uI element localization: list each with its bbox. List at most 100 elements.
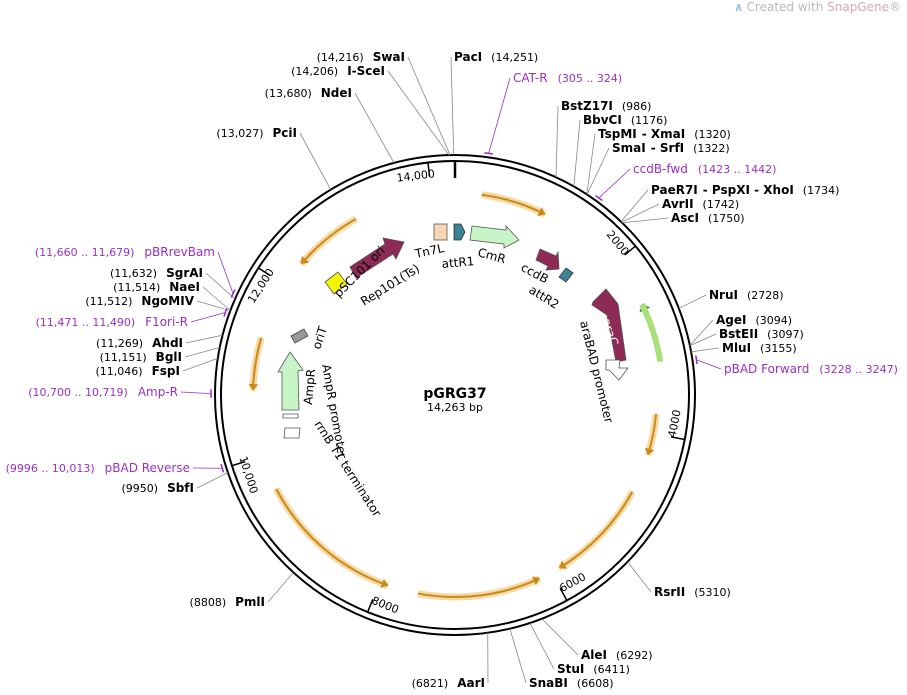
site-mlui-pos: (3155) bbox=[760, 342, 797, 355]
feature-attr2-arrow[interactable] bbox=[558, 267, 574, 283]
leader-avrii bbox=[621, 203, 660, 223]
primer-pbad-reverse-pos: (9996 .. 10,013) bbox=[6, 462, 95, 475]
primer-mark-pbad-forward bbox=[695, 355, 698, 365]
orf-1-head bbox=[537, 206, 546, 217]
site-bbvci-pos: (1176) bbox=[631, 114, 668, 127]
site-aari: AarI bbox=[457, 676, 485, 690]
site-alei-pos: (6292) bbox=[616, 649, 653, 662]
primer-cat-r-pos: (305 .. 324) bbox=[558, 72, 623, 85]
primer-amp-r: Amp-R bbox=[138, 385, 178, 399]
site-paer7i: PaeR7I bbox=[651, 183, 698, 197]
orf-7-glow bbox=[298, 215, 358, 267]
feature-psc101-ori-box[interactable] bbox=[324, 271, 348, 295]
site-pmli: PmlI bbox=[235, 595, 265, 609]
leader-stui bbox=[529, 622, 555, 670]
leader-pbrrevbam bbox=[217, 251, 234, 294]
feature-attr1-arrow[interactable] bbox=[453, 223, 466, 241]
orf-4-head bbox=[531, 576, 540, 586]
site-bbvci: BbvCI bbox=[583, 113, 622, 127]
site-ahdi-pos: (11,269) bbox=[96, 337, 143, 350]
feature-arac-arrow[interactable] bbox=[591, 288, 627, 363]
site-ngomiv-pos: (11,512) bbox=[85, 295, 132, 308]
site-snabi-pos: (6608) bbox=[577, 677, 614, 690]
feature-ampr-promoter-arrow[interactable] bbox=[282, 413, 299, 419]
leader-ndei bbox=[354, 92, 395, 164]
leader-pbad-forward bbox=[696, 359, 722, 370]
site-naei-pos: (11,514) bbox=[113, 281, 160, 294]
site-asci: AscI bbox=[671, 211, 699, 225]
primer-mark-pbrrevbam bbox=[230, 289, 236, 298]
leader-tspmi bbox=[586, 133, 596, 195]
leader-paer7i bbox=[620, 189, 649, 222]
leader-naei bbox=[202, 286, 231, 311]
site-rsrii: RsrII bbox=[654, 585, 685, 599]
leader-ccdb-fwd bbox=[598, 168, 631, 199]
site-fspi: FspI bbox=[152, 364, 180, 378]
label-tn7l: Tn7L bbox=[413, 241, 446, 261]
orf-6-head bbox=[248, 383, 259, 391]
primer-mark-ccdb-fwd bbox=[594, 194, 603, 202]
feature-ampr-arrow[interactable] bbox=[277, 351, 304, 411]
site-tspmi-aux: - XmaI bbox=[642, 127, 685, 141]
primer-mark-pbad-reverse bbox=[220, 463, 225, 473]
primer-ccdb-fwd: ccdB-fwd bbox=[633, 162, 688, 176]
watermark-suffix: ® bbox=[889, 0, 901, 14]
site-bstz17i-pos: (986) bbox=[622, 100, 652, 113]
orf-3-head bbox=[559, 560, 568, 569]
tick-5 bbox=[258, 267, 271, 277]
site-i-scei-pos: (14,206) bbox=[291, 65, 338, 78]
watermark: ∧Created with SnapGene® bbox=[734, 0, 901, 14]
site-leaders bbox=[180, 56, 722, 684]
site-swai-pos: (14,216) bbox=[317, 51, 364, 64]
label-attr2: attR2 bbox=[526, 283, 561, 312]
orf-1-glow bbox=[481, 191, 547, 218]
leader-asci bbox=[622, 217, 669, 224]
feature-ccdb-arrow[interactable] bbox=[535, 248, 560, 271]
leader-fspi bbox=[182, 357, 218, 372]
leader-bsteii bbox=[689, 333, 717, 347]
leader-i-scei bbox=[387, 70, 450, 156]
site-aari-pos: (6821) bbox=[412, 677, 449, 690]
site-bgli-pos: (11,151) bbox=[100, 351, 147, 364]
leader-mlui bbox=[691, 347, 720, 353]
primer-cat-r: CAT-R bbox=[513, 71, 548, 85]
site-paer7i-aux: - PspXI - XhoI bbox=[703, 183, 794, 197]
site-sbfi: SbfI bbox=[167, 481, 194, 495]
site-avrii: AvrII bbox=[662, 197, 694, 211]
watermark-prefix: Created with bbox=[746, 0, 828, 14]
site-labels: SwaI(14,216)I-SceI(14,206)NdeI(13,680)Pc… bbox=[6, 50, 898, 690]
site-ndei-pos: (13,680) bbox=[265, 87, 312, 100]
site-bstz17i: BstZ17I bbox=[561, 99, 613, 113]
leader-alei bbox=[541, 618, 579, 656]
primer-pbrrevbam: pBRrevBam bbox=[144, 245, 215, 259]
tick-4 bbox=[231, 460, 246, 467]
feature-rep101-arrow[interactable] bbox=[349, 237, 405, 279]
site-ahdi: AhdI bbox=[152, 336, 183, 350]
site-smai: SmaI bbox=[612, 141, 646, 155]
site-nrui-pos: (2728) bbox=[747, 289, 784, 302]
leader-sbfi bbox=[196, 472, 229, 489]
leader-f1ori-r bbox=[190, 312, 226, 323]
plasmid-name: pGRG37 bbox=[423, 386, 486, 402]
feature-orit-box[interactable] bbox=[290, 328, 309, 344]
site-ndei: NdeI bbox=[321, 86, 352, 100]
tick-6 bbox=[427, 162, 431, 177]
feature-arabad-promoter-arrow[interactable] bbox=[605, 359, 629, 381]
feature-rrnb-terminator-box[interactable] bbox=[283, 427, 301, 439]
orf-4 bbox=[417, 577, 541, 598]
primer-mark-cat-r bbox=[484, 152, 494, 155]
feature-tn7l-box[interactable] bbox=[433, 223, 448, 241]
site-bsteii-pos: (3097) bbox=[767, 328, 804, 341]
site-sgrai-pos: (11,632) bbox=[110, 267, 157, 280]
orf-arrows bbox=[248, 191, 662, 601]
feature-cmr-arrow[interactable] bbox=[469, 224, 520, 249]
site-pmli-pos: (8808) bbox=[190, 596, 227, 609]
orf-arac-green bbox=[639, 302, 664, 363]
label-rrnb-terminator: rrnB T1 terminator bbox=[311, 418, 384, 519]
site-rsrii-pos: (5310) bbox=[694, 586, 731, 599]
orf-5-head bbox=[380, 578, 388, 589]
primer-ccdb-fwd-pos: (1423 .. 1442) bbox=[698, 163, 777, 176]
site-stui-pos: (6411) bbox=[593, 663, 630, 676]
tick-label-1: 4000 bbox=[666, 409, 684, 439]
